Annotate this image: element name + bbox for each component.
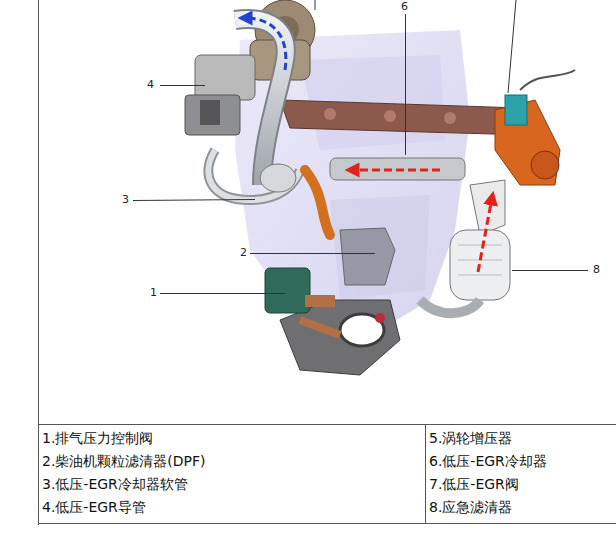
- table-cell: 8.应急滤清器: [429, 499, 512, 516]
- callout-number: 2: [239, 246, 248, 259]
- callout-number: 6: [400, 0, 409, 13]
- table-cell: 1.排气压力控制阀: [42, 430, 153, 447]
- callout-number: 1: [149, 286, 158, 299]
- table-cell: 3.低压-EGR冷却器软管: [42, 476, 188, 493]
- callout-number: 3: [121, 193, 130, 206]
- table-cell: 5.涡轮增压器: [429, 430, 512, 447]
- table-cell: 4.低压-EGR导管: [42, 499, 146, 516]
- table-cell: 2.柴油机颗粒滤清器(DPF): [42, 453, 206, 470]
- callout-number: 4: [146, 78, 155, 91]
- table-cell: 6.低压-EGR冷却器: [429, 453, 547, 470]
- callout-number: 8: [592, 263, 601, 276]
- table-cell: 7.低压-EGR阀: [429, 476, 519, 493]
